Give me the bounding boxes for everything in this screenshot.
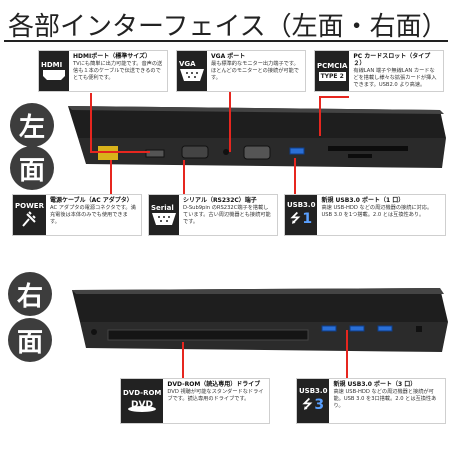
laptop-left-side-image [68, 106, 446, 168]
power-badge-label: POWER [15, 202, 44, 210]
laptop-right-side-image [72, 288, 448, 352]
pcmcia-callout: PCMCIA TYPE 2 PC カードスロット（タイプ２） 有線LAN 端子や… [314, 50, 444, 92]
pcmcia-badge: PCMCIA TYPE 2 [315, 51, 350, 91]
serial-badge-label: Serial [151, 204, 174, 212]
power-callout: POWER 電源ケーブル（AC アダプタ） AC アダプタの電源コネクタです。満… [12, 194, 142, 236]
usb3-count: 3 [314, 397, 325, 413]
hdmi-description: HDMIポート（標準サイズ） TVにも簡単に出力可能です。音声の送信も１本のケー… [69, 51, 167, 91]
dvd-badge-label: DVD-ROM [123, 389, 162, 397]
serial-text: D-Sub9pin のRS232C端子を搭載しています。古い周辺機器とも接続可能… [183, 205, 271, 225]
usb-icon: ⭍ [302, 396, 313, 411]
usb1-count: 1 [302, 211, 313, 227]
dvd-drive-bay [107, 329, 309, 341]
usb1-badge-label: USB3.0 [287, 200, 316, 209]
right-side-label-bottom: 面 [8, 318, 52, 362]
vga-heading: VGA ポート [211, 53, 246, 60]
hdmi-pointer-line-h [90, 151, 150, 153]
left-side-label-bottom: 面 [10, 146, 54, 190]
power-pointer-line [110, 160, 112, 194]
usb3-heading: 新規 USB3.0 ポート（3 口） [333, 381, 417, 388]
usb3-pointer-line [346, 330, 348, 378]
usb1-text: 高速 USB-HDD などの周辺機器の接続に対応。USB 3.0 を1つ搭載。2… [321, 205, 433, 218]
power-port [98, 146, 118, 160]
usb-port-left [289, 147, 305, 155]
power-description: 電源ケーブル（AC アダプタ） AC アダプタの電源コネクタです。満充電後は本体… [46, 195, 141, 235]
serial-callout: Serial シリアル（RS232C）端子 D-Sub9pin のRS232C端… [148, 194, 278, 236]
usb3-description: 新規 USB3.0 ポート（3 口） 高速 USB-HDD などの周辺機器と接続… [329, 379, 445, 423]
usb-port-right-1 [321, 325, 337, 332]
usb3-badge-label: USB3.0 [299, 386, 328, 395]
vga-icon [180, 69, 204, 81]
dvd-badge: DVD-ROM DVD [121, 379, 164, 423]
power-text: AC アダプタの電源コネクタです。満充電後は本体のみでも使用できます。 [49, 205, 136, 225]
vga-pointer-line [229, 60, 231, 152]
usb1-badge: USB3.0 ⭍ 1 [285, 195, 318, 235]
dvd-heading: DVD-ROM（読込専用）ドライブ [167, 381, 261, 388]
title-underline [4, 40, 448, 42]
vga-port [243, 145, 271, 160]
svg-text:DVD: DVD [131, 400, 153, 410]
hdmi-text: TVにも簡単に出力可能です。音声の送信も１本のケーブルで伝送できるのでとても便利… [73, 61, 163, 81]
power-plug-icon [22, 211, 37, 227]
power-badge: POWER [13, 195, 46, 235]
dvd-description: DVD-ROM（読込専用）ドライブ DVD 視聴が可能なスタンダードなドライブで… [163, 379, 269, 423]
serial-pointer-line [183, 160, 185, 194]
pcmcia-pointer-line-h [319, 96, 349, 98]
pcmcia-pointer-line [319, 96, 321, 136]
usb1-heading: 新規 USB3.0 ポート（1 口） [321, 197, 405, 204]
serial-description: シリアル（RS232C）端子 D-Sub9pin のRS232C端子を搭載してい… [179, 195, 277, 235]
vga-description: VGA ポート 最も標準的なモニター出力端子です。ほとんどのモニターとの接続が可… [207, 51, 305, 91]
right-side-label-top: 右 [8, 272, 52, 316]
usb3-text: 高速 USB-HDD などの周辺機器と接続が可能。USB 3.0 を3口搭載。2… [333, 389, 437, 409]
vga-callout: VGA VGA ポート 最も標準的なモニター出力端子です。ほとんどのモニターとの… [176, 50, 306, 92]
pcmcia-description: PC カードスロット（タイプ２） 有線LAN 端子や無線LAN カードなどを搭載… [349, 51, 443, 91]
hdmi-pointer-line [90, 93, 92, 151]
dvd-callout: DVD-ROM DVD DVD-ROM（読込専用）ドライブ DVD 視聴が可能な… [120, 378, 270, 424]
hdmi-callout: HDMI HDMIポート（標準サイズ） TVにも簡単に出力可能です。音声の送信も… [38, 50, 168, 92]
hdmi-badge-label: HDMI [41, 61, 63, 69]
usb-port-right-3 [377, 325, 393, 332]
usb1-description: 新規 USB3.0 ポート（1 口） 高速 USB-HDD などの周辺機器の接続… [317, 195, 445, 235]
serial-port-icon [152, 213, 176, 225]
vga-text: 最も標準的なモニター出力端子です。ほとんどのモニターとの接続が可能です。 [211, 61, 299, 81]
hdmi-icon [43, 70, 65, 80]
left-side-label-top: 左 [10, 103, 54, 147]
dvd-pointer-line [182, 342, 184, 378]
serial-badge: Serial [149, 195, 179, 235]
usb1-pointer-line [294, 158, 296, 194]
usb1-callout: USB3.0 ⭍ 1 新規 USB3.0 ポート（1 口） 高速 USB-HDD… [284, 194, 446, 236]
pcmcia-type-icon: TYPE 2 [318, 71, 346, 81]
vga-badge: VGA [177, 51, 207, 91]
hdmi-badge: HDMI [39, 51, 69, 91]
usb-port-right-2 [349, 325, 365, 332]
serial-port [181, 145, 209, 159]
dvd-logo-icon: DVD [128, 400, 157, 412]
usb3-callout: USB3.0 ⭍ 3 新規 USB3.0 ポート（3 口） 高速 USB-HDD… [296, 378, 446, 424]
pcmcia-badge-label: PCMCIA [317, 61, 348, 70]
power-heading: 電源ケーブル（AC アダプタ） [49, 197, 133, 204]
serial-heading: シリアル（RS232C）端子 [183, 197, 257, 204]
pcmcia-text: 有線LAN 端子や無線LAN カードなどを搭載し様々な拡張カードが挿入できます。… [353, 68, 437, 88]
usb-icon: ⭍ [290, 210, 301, 225]
hdmi-heading: HDMIポート（標準サイズ） [73, 53, 152, 60]
hdmi-port [145, 149, 165, 158]
usb3-badge: USB3.0 ⭍ 3 [297, 379, 330, 423]
pcmcia-heading: PC カードスロット（タイプ２） [353, 53, 431, 67]
vga-badge-label: VGA [179, 60, 196, 68]
dvd-text: DVD 視聴が可能なスタンダードなドライブです。読込専用のドライブです。 [167, 389, 264, 402]
page-title: 各部インターフェイス（左面・右面） [8, 12, 448, 42]
pcmcia-slot [328, 146, 408, 151]
